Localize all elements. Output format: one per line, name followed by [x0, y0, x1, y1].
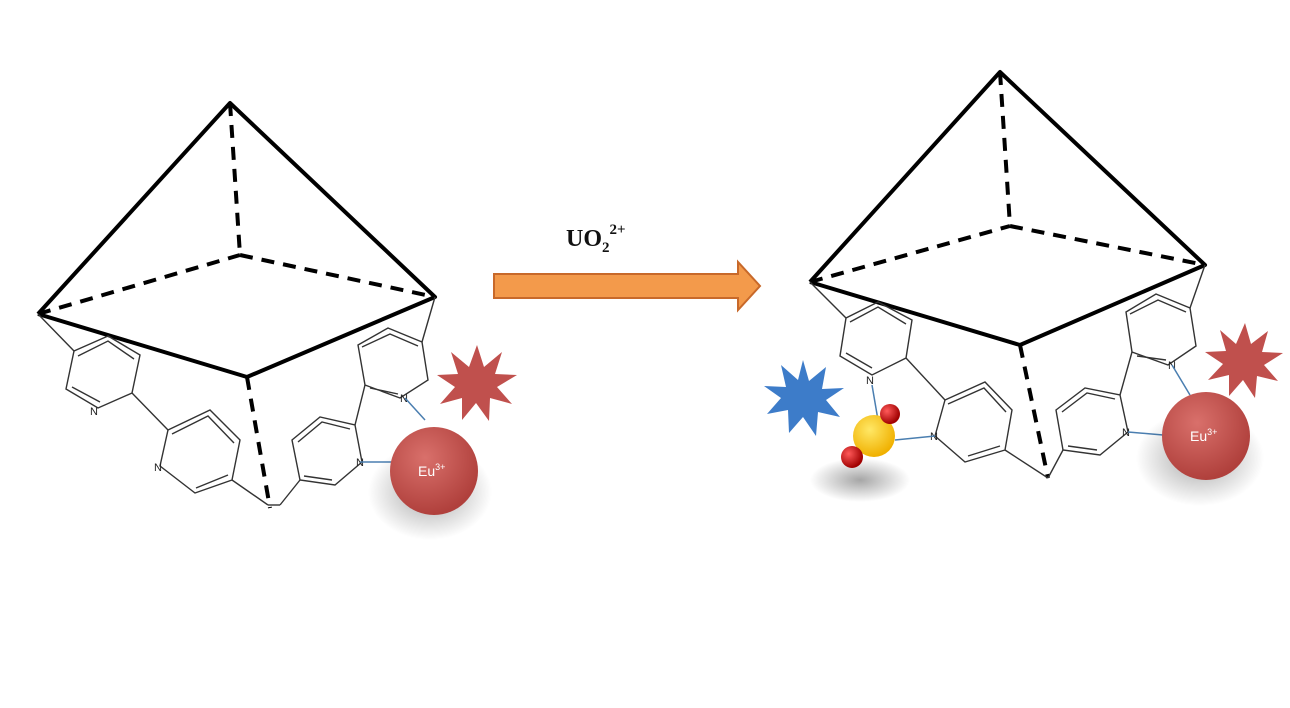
left-ligand-b: [291, 296, 436, 486]
arrow-label-main: UO: [566, 226, 602, 252]
uranyl-emission-star: [764, 360, 844, 436]
right-structure: N N N N: [764, 70, 1283, 506]
left-eu-ion: [390, 427, 478, 515]
oxygen-atom-upper: [880, 404, 900, 424]
right-nitrogen-label-a: N: [866, 375, 874, 387]
left-structure: N N N N Eu3+: [36, 101, 517, 540]
uranium-atom: [853, 415, 895, 457]
left-ion-label: Eu3+: [418, 462, 445, 479]
arrow-label-sub: 2: [602, 240, 610, 256]
right-nitrogen-label-c: N: [1122, 427, 1130, 439]
left-nitrogen-label-a: N: [90, 406, 98, 418]
uranyl-shadow: [810, 458, 910, 502]
right-ion-label: Eu3+: [1190, 427, 1217, 444]
left-nitrogen-label-c: N: [400, 393, 408, 405]
left-nitrogen-label-b: N: [154, 462, 162, 474]
left-ligand-a: [37, 313, 301, 506]
reaction-arrow: [493, 259, 762, 313]
right-emission-star: [1205, 323, 1283, 398]
arrow-label-sup: 2+: [609, 222, 626, 238]
right-ligand-a: [809, 281, 1049, 479]
arrow-label: UO2 2+: [566, 222, 626, 257]
left-emission-star: [437, 345, 517, 421]
left-pyramid: [36, 101, 437, 509]
right-coordination-bonds: [871, 364, 1191, 441]
right-ligand-b: [1047, 264, 1206, 479]
oxygen-atom-lower: [841, 446, 863, 468]
left-nitrogen-label-d: N: [356, 457, 364, 469]
right-eu-ion: [1162, 392, 1250, 480]
right-nitrogen-label-b: N: [930, 431, 938, 443]
